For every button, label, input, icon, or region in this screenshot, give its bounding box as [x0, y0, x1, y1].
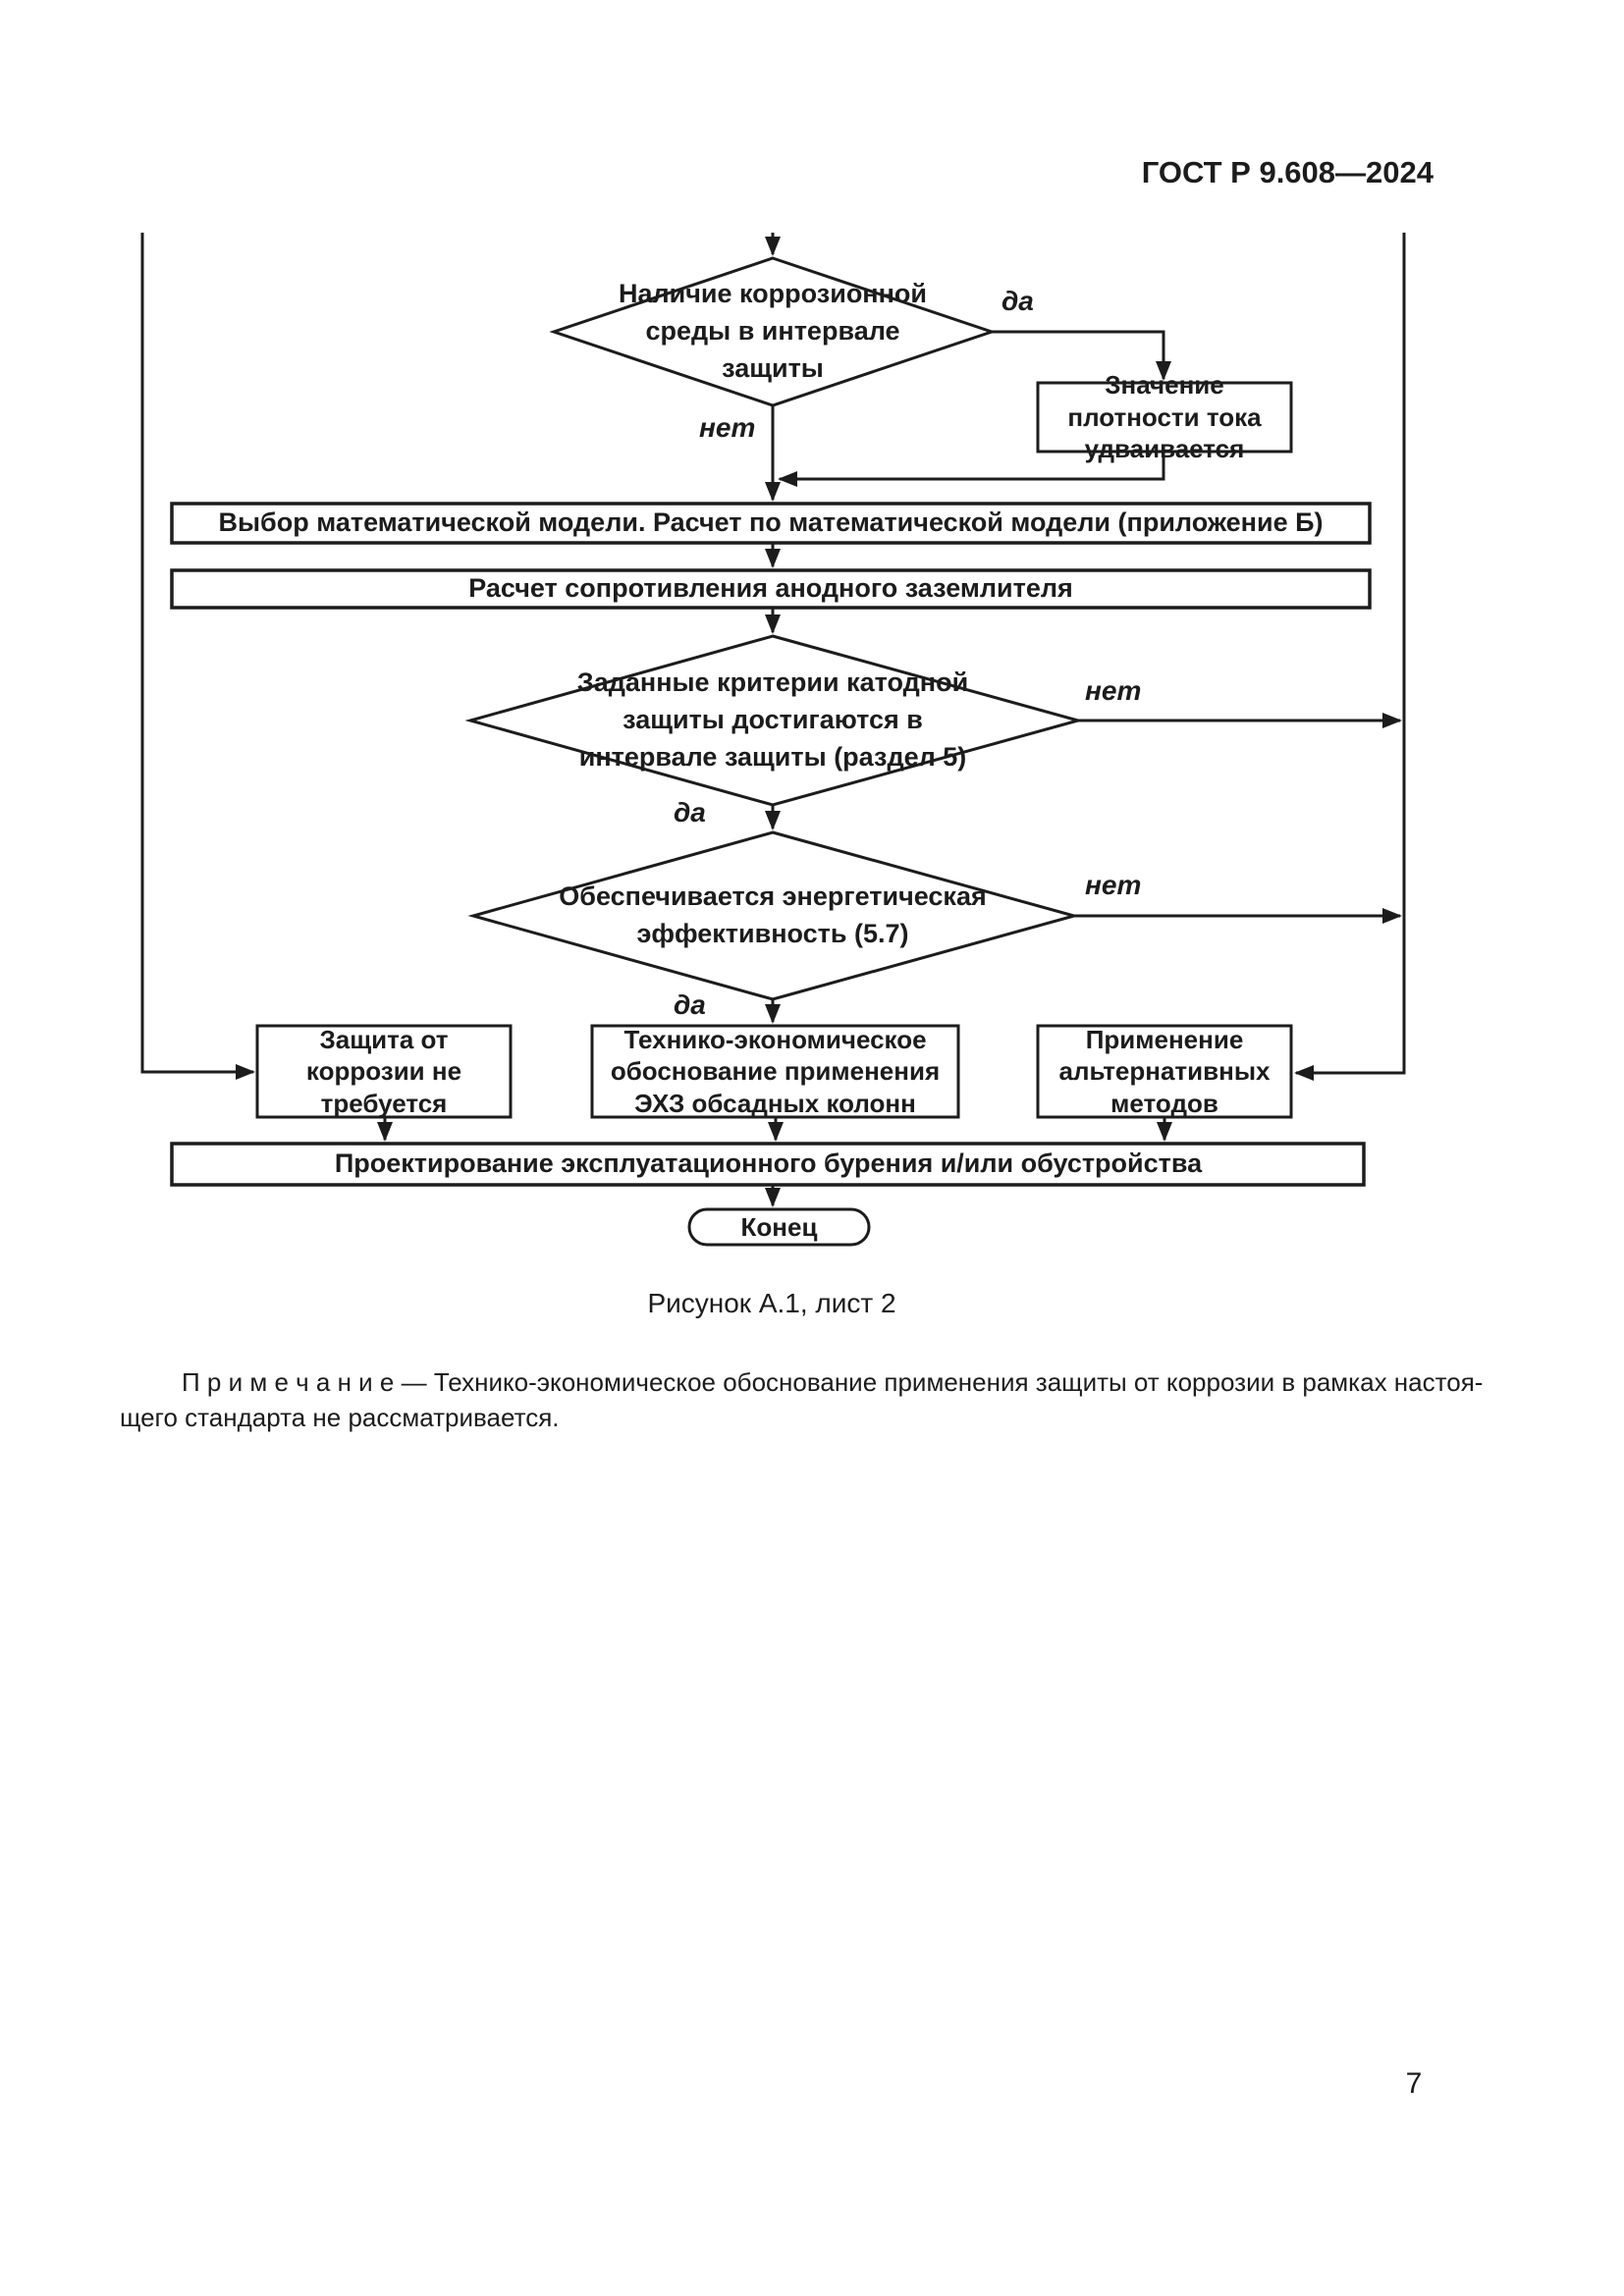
process-alternative-label: Применение альтернативных методов [1058, 1024, 1271, 1118]
process-anode-resistance-shape [170, 568, 1372, 610]
process-model-selection-label: Выбор математической модели. Расчет по м… [218, 507, 1324, 538]
decision-energy-efficiency-label: Обеспечивается энергетическая эффективно… [559, 881, 987, 948]
page-number: 7 [1405, 2067, 1423, 2100]
decision-criteria-met-label: Заданные критерии катодной защиты достиг… [576, 667, 969, 772]
process-design-shape [170, 1142, 1366, 1187]
branch-label-yes-1: да [1001, 286, 1034, 316]
process-no-protection-label: Защита от коррозии не требуется [305, 1024, 462, 1118]
terminator-end-label: Конец [740, 1211, 818, 1242]
connector-current-density-return [778, 452, 1165, 487]
connector-right-border [1294, 233, 1406, 1081]
process-feasibility-shape [590, 1024, 960, 1119]
note-text-line-1: П р и м е ч а н и е — Технико-экономичес… [182, 1367, 1484, 1397]
process-alternative-shape [1036, 1024, 1293, 1119]
decision-corrosion-env-label: Наличие коррозионной среды в интервале з… [618, 279, 928, 383]
connector-yes-1 [992, 330, 1171, 381]
figure-caption: Рисунок А.1, лист 2 [647, 1288, 896, 1318]
branch-label-no-1: нет [699, 412, 756, 443]
process-anode-resistance-label: Расчет сопротивления анодного заземлител… [468, 573, 1073, 604]
connector-left-border [140, 233, 255, 1080]
branch-label-no-2: нет [1085, 675, 1142, 706]
process-feasibility-label: Технико-экономическое обоснование примен… [610, 1024, 941, 1118]
process-design-label: Проектирование эксплуатационного бурения… [334, 1148, 1203, 1179]
branch-label-yes-2: да [674, 797, 706, 828]
terminator-end-shape [687, 1207, 871, 1247]
document-header: ГОСТ Р 9.608—2024 [1141, 155, 1434, 189]
branch-label-no-3: нет [1085, 870, 1142, 900]
branch-label-yes-3: да [674, 989, 706, 1020]
note-text-line-2: щего стандарта не рассматривается. [120, 1403, 560, 1432]
process-model-selection-shape [170, 502, 1372, 545]
process-current-density-label: Значение плотности тока удваивается [1067, 370, 1262, 463]
